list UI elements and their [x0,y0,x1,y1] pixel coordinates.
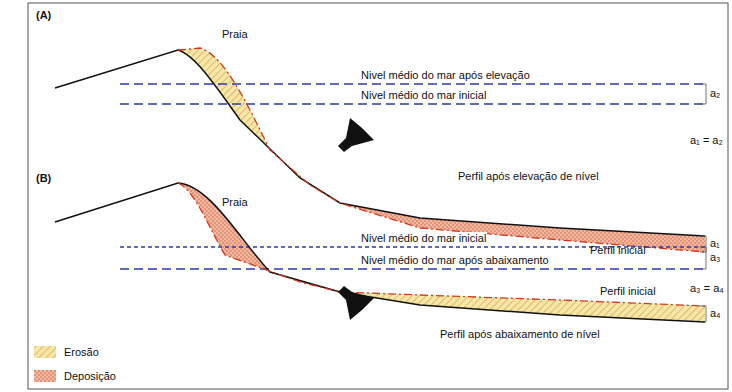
sea-level-label: Nivel médio do mar após abaixamento [360,254,550,267]
profile-label: Perfil após abaixamento de nível [440,328,600,341]
sea-level-label: Nivel médio do mar inicial [360,89,487,102]
profile-line [55,183,705,322]
legend-swatch [34,370,56,382]
direction-arrow [338,286,374,320]
equation-label: a₃ = a₄ [690,282,724,295]
legend-label: Deposição [64,370,116,383]
deposition-area [340,203,705,252]
bracket [700,247,706,269]
profile-label: Perfil inicial [590,244,646,257]
legend-label: Erosão [64,346,99,359]
sea-level-label: Nivel médio do mar após elevação [360,69,531,82]
profile-line [178,48,705,252]
equation-label: a₁ = a₂ [690,134,723,147]
level-symbol: a₁ [710,237,720,250]
sea-level-line [120,83,705,85]
bracket [700,84,706,104]
profile-line [178,183,705,306]
direction-arrow [338,118,374,152]
erosion-area [178,48,340,203]
level-symbol: a₃ [710,251,721,264]
level-symbol: a₄ [710,307,721,320]
beach-label: Praia [222,196,248,209]
level-symbol: a₂ [710,87,720,100]
panel-letter: (B) [36,172,51,185]
sea-level-line [120,103,705,105]
profile-label: Perfil após elevação de nível [458,170,599,183]
legend-swatch [34,346,56,358]
bracket [700,236,706,252]
beach-label: Praia [222,28,248,41]
panel-letter: (A) [36,9,51,22]
sea-level-line [120,268,705,270]
frame [28,3,728,389]
sea-level-label: Nivel médio do mar inicial [360,232,487,245]
bracket [700,306,706,322]
deposition-area [178,183,340,292]
profile-line [55,50,705,236]
profile-label: Perfil inicial [600,285,656,298]
